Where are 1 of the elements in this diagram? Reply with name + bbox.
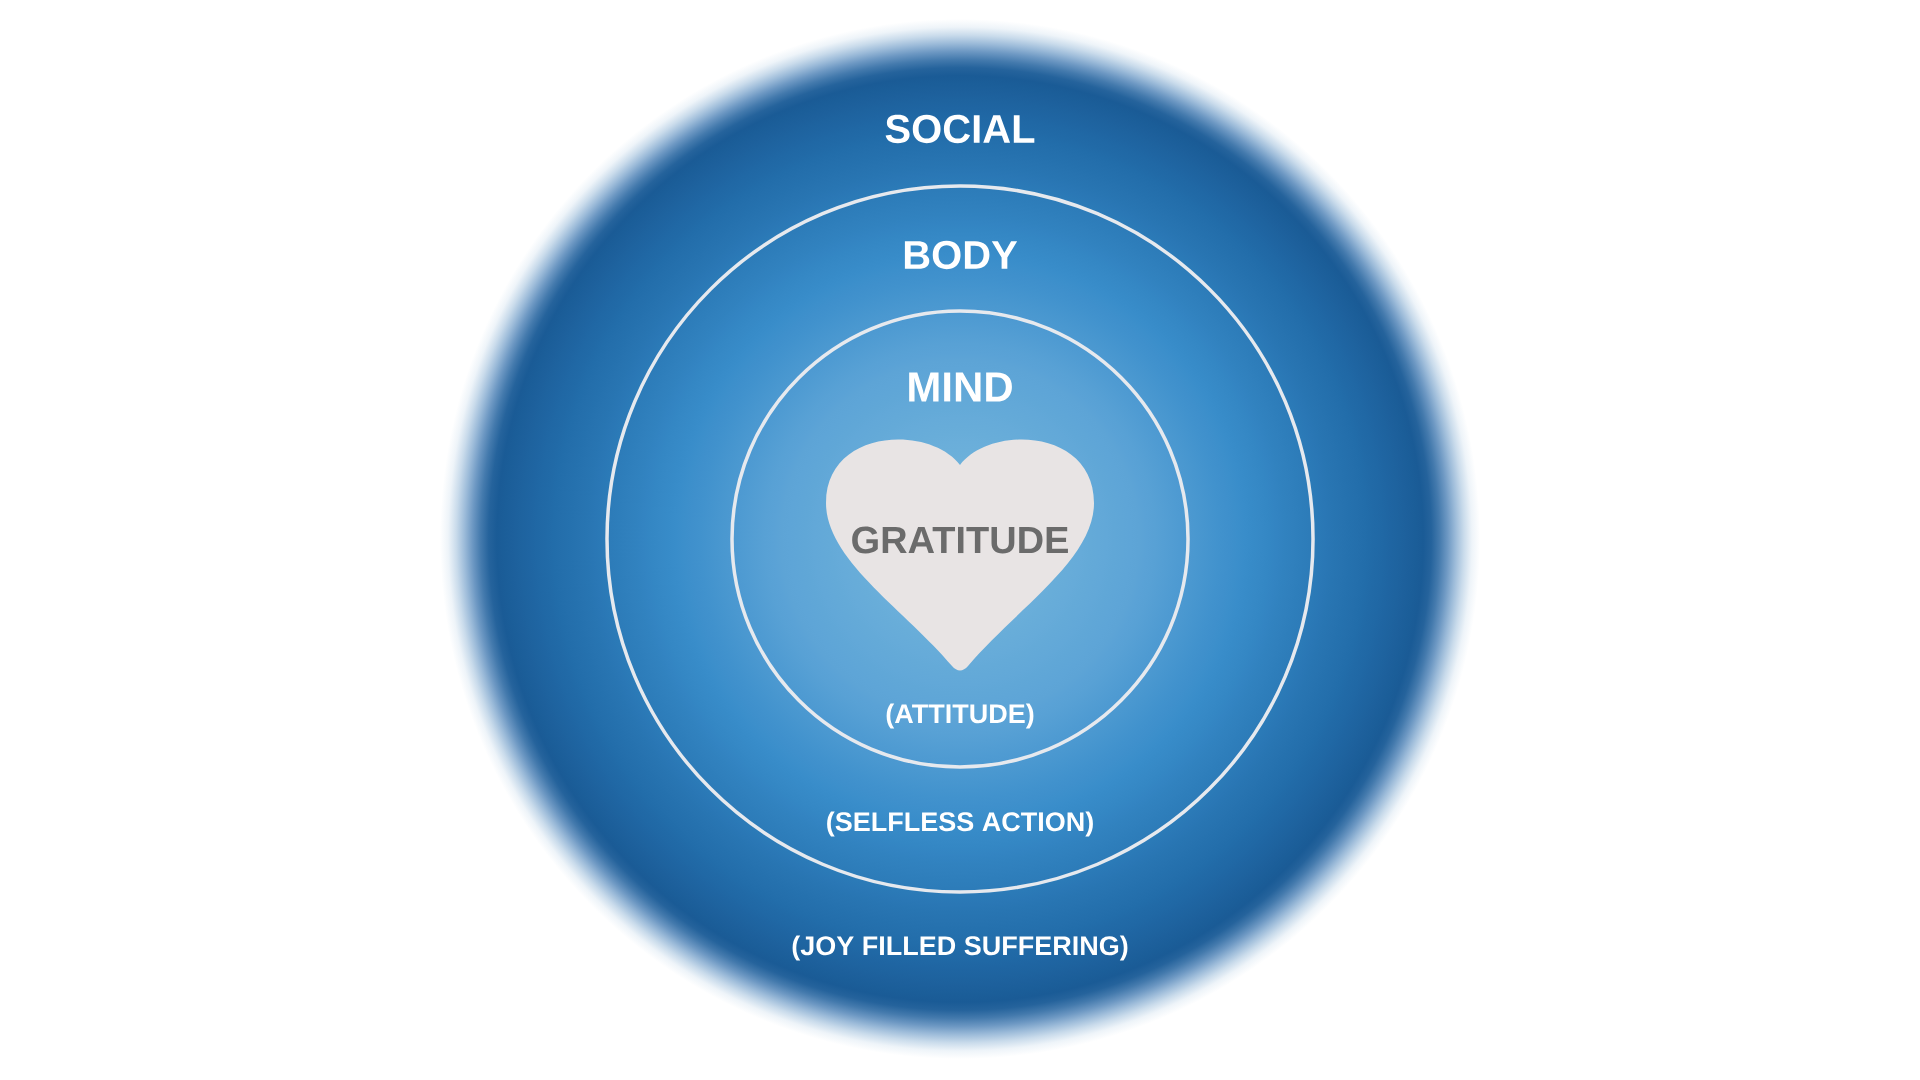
heart: GRATITUDE bbox=[826, 439, 1094, 671]
